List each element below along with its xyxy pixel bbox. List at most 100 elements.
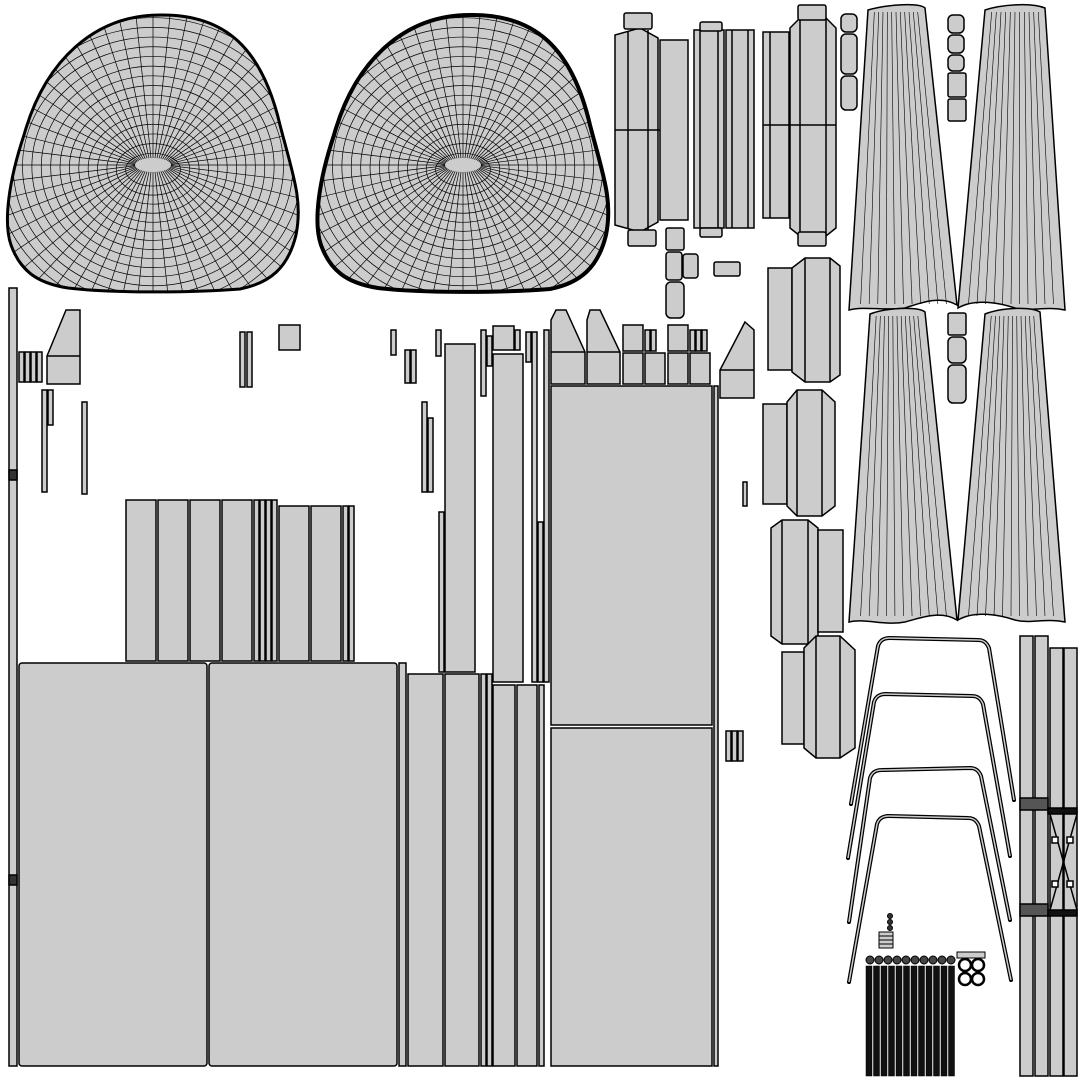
- fan-line: [985, 315, 1001, 617]
- panel-tall: [444, 673, 480, 1067]
- panel-thin: [265, 499, 272, 662]
- tall-strip: [1034, 635, 1049, 1077]
- drapery-fan-lines: [860, 315, 947, 617]
- panel-thin: [701, 329, 708, 352]
- mesh-spoke: [479, 166, 609, 224]
- hardware-nut: [883, 955, 893, 965]
- fan-line: [909, 315, 930, 617]
- fan-line: [900, 315, 913, 617]
- panel-square: [622, 324, 644, 352]
- tall-strip: [1019, 635, 1034, 1077]
- fan-line: [896, 315, 904, 617]
- mid-cylinder-strips: [762, 257, 856, 759]
- fan-line: [1010, 11, 1016, 305]
- hardware-bar: [865, 965, 873, 1077]
- fan-line: [1016, 315, 1020, 617]
- panel-tall: [492, 684, 516, 1067]
- panel-thin: [427, 417, 434, 493]
- mesh-spoke: [163, 27, 263, 160]
- panel-thin: [421, 401, 428, 493]
- mesh-spoke: [473, 170, 573, 292]
- panel-small: [36, 351, 43, 383]
- panel-small: [30, 351, 37, 383]
- mesh-spoke: [404, 171, 458, 292]
- tall-strip-hole: [1066, 836, 1074, 844]
- hardware-parts: [865, 913, 986, 1077]
- mid-strip-2: [762, 389, 836, 517]
- fan-line: [985, 11, 1002, 305]
- fan-line: [913, 315, 939, 617]
- panel-small: [24, 351, 31, 383]
- panel-medium: [125, 499, 157, 662]
- mesh-spoke: [468, 14, 522, 159]
- panel-thin: [390, 329, 397, 356]
- mesh-spoke: [162, 170, 247, 292]
- fan-line: [868, 11, 879, 305]
- mesh-spoke: [443, 14, 462, 159]
- panel-thin: [342, 505, 349, 662]
- fan-line: [860, 11, 875, 305]
- upper-cylinder-strips: [614, 4, 967, 404]
- fan-line: [917, 11, 947, 305]
- drapery-panel-bottom-left: [848, 307, 958, 624]
- mesh-spoke: [158, 171, 212, 292]
- panel-medium: [157, 499, 189, 662]
- mesh-spoke: [113, 171, 150, 292]
- panel-small: [689, 352, 711, 385]
- small-caps: [665, 13, 967, 404]
- panel-large: [550, 727, 713, 1067]
- panel-large: [550, 385, 713, 726]
- mesh-spoke: [470, 171, 540, 292]
- hardware-nuts: [865, 955, 956, 965]
- mesh-spoke: [466, 14, 503, 159]
- fan-line: [976, 11, 997, 305]
- tall-strip: [1063, 647, 1078, 1077]
- panel-tall: [444, 343, 476, 673]
- mesh-spoke: [76, 171, 146, 292]
- hardware-rings: [956, 951, 986, 987]
- fan-line: [1024, 11, 1029, 305]
- fan-line: [868, 315, 881, 617]
- panel-medium: [310, 505, 342, 662]
- panel-thin: [410, 349, 417, 384]
- fan-line: [877, 315, 885, 617]
- mesh-spoke: [317, 165, 446, 185]
- mesh-spoke: [169, 166, 299, 224]
- panel-thin: [480, 329, 487, 397]
- tall-strip-band: [1047, 909, 1078, 917]
- mesh-spoke: [443, 171, 462, 292]
- drapery-panel-top-right: [957, 3, 1066, 311]
- tall-strip-band: [1019, 903, 1049, 917]
- mesh-spoke: [160, 171, 230, 292]
- mesh-spoke: [170, 145, 299, 165]
- panel-thin: [731, 730, 738, 762]
- mesh-spoke: [317, 166, 447, 224]
- tall-strip: [1049, 647, 1064, 1077]
- panel-thin: [486, 335, 493, 367]
- fan-line: [904, 11, 921, 305]
- mesh-spoke: [7, 166, 137, 224]
- fan-line: [900, 11, 913, 305]
- mesh-spoke: [468, 171, 522, 292]
- fan-line: [1020, 315, 1029, 617]
- cylinder-strip-2: [693, 21, 755, 238]
- panel-thin: [514, 329, 521, 351]
- drapery-panel-top-left: [848, 3, 958, 311]
- mesh-spoke: [317, 168, 448, 259]
- hardware-nut: [892, 955, 902, 965]
- drapery-fan-lines: [860, 11, 947, 305]
- drapery-fan-lines: [968, 315, 1054, 617]
- panel-thin: [480, 673, 487, 1067]
- hardware-nut: [919, 955, 929, 965]
- panel-long-vertical: [8, 287, 18, 1067]
- mesh-spoke: [317, 145, 446, 165]
- fan-line: [1033, 11, 1046, 305]
- tall-strip-hole: [1051, 836, 1059, 844]
- mesh-spoke: [473, 27, 573, 160]
- panel-thin: [695, 329, 702, 352]
- fan-line: [976, 315, 996, 617]
- tall-strip-hole: [1066, 880, 1074, 888]
- tall-strip-hole: [1051, 880, 1059, 888]
- mid-strip-4: [781, 635, 856, 759]
